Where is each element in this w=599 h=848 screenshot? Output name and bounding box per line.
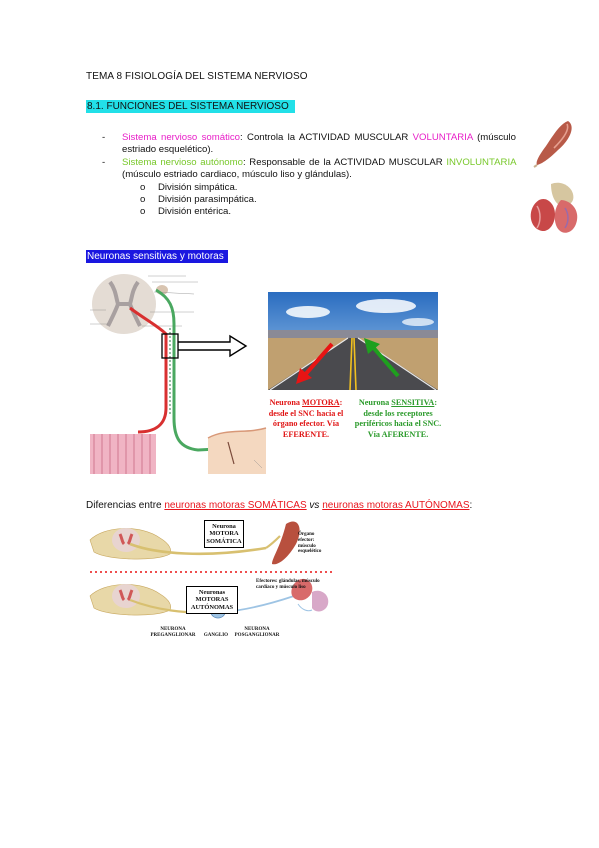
preganglionic-label: NEURONA PREGANGLIONAR	[150, 627, 196, 638]
somatic-motor-neuron-box: Neurona MOTORA SOMÁTICA	[204, 520, 244, 549]
document-title: TEMA 8 FISIOLOGÍA DEL SISTEMA NERVIOSO	[86, 71, 308, 82]
ganglion-label: GANGLIO	[203, 633, 229, 638]
list-item-somatic: - Sistema nervioso somático: Controla la…	[102, 132, 516, 156]
differences-heading: Diferencias entre neuronas motoras SOMÁT…	[86, 500, 473, 511]
voluntary-highlight: VOLUNTARIA	[412, 132, 473, 143]
autonomic-motor-neurons-box: Neuronas MOTORAS AUTÓNOMAS	[186, 586, 238, 615]
pointer-arrow-icon	[178, 334, 248, 358]
road-photo	[268, 292, 438, 390]
autonomic-term: Sistema nervioso autónomo	[122, 156, 243, 168]
organs-illustration	[530, 182, 578, 233]
autonomic-motor-term: neuronas motoras AUTÓNOMAS	[322, 500, 470, 511]
involuntary-highlight: INVOLUNTARIA	[446, 156, 516, 168]
section-heading: 8.1. FUNCIONES DEL SISTEMA NERVIOSO	[86, 100, 295, 113]
list-item-autonomic: - Sistema nervioso autónomo: Responsable…	[102, 156, 516, 181]
skeletal-muscle-illustration	[533, 121, 572, 168]
somatic-vs-autonomic-diagram	[89, 521, 332, 619]
motor-neuron-caption: Neurona MOTORA: desde el SNC hacia el ór…	[268, 398, 344, 439]
function-list: - Sistema nervioso somático: Controla la…	[102, 132, 516, 219]
effector-skeletal-label: Órgano efector: músculo esquelético	[298, 532, 322, 555]
effectors-autonomic-label: Efectores: glándulas, músculo cardíaco y…	[256, 579, 320, 590]
neurons-heading: Neuronas sensitivas y motoras	[86, 250, 228, 263]
somatic-term: Sistema nervioso somático	[122, 132, 241, 143]
spinal-cord-neuron-diagram	[90, 274, 267, 474]
somatic-motor-term: neuronas motoras SOMÁTICAS	[164, 500, 307, 511]
postganglionic-label: NEURONA POSGANGLIONAR	[234, 627, 280, 638]
sensory-neuron-caption: Neurona SENSITIVA: desde los receptores …	[354, 398, 442, 439]
